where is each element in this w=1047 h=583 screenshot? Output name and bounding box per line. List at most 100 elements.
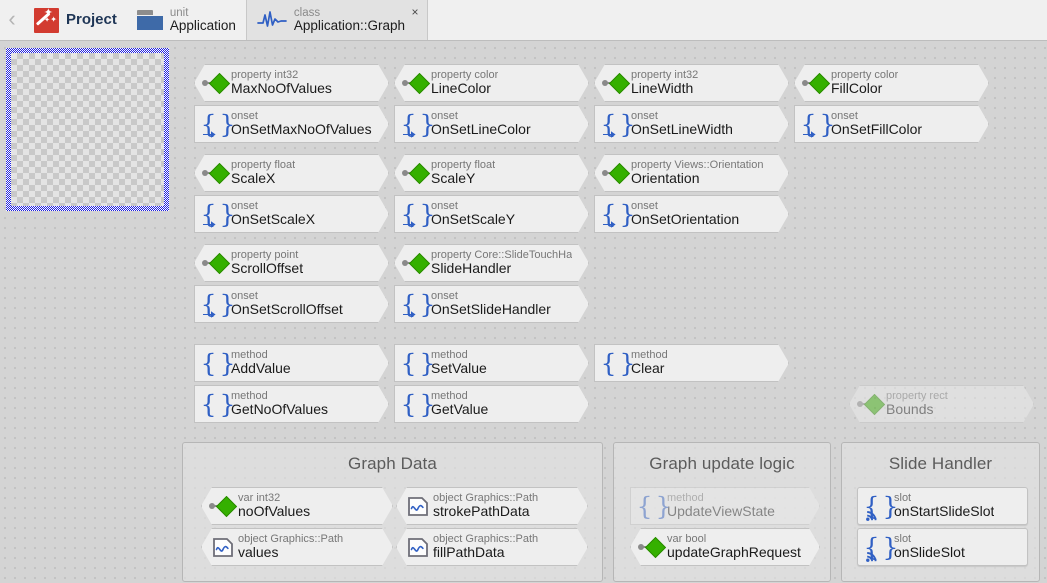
node-linecolor[interactable]: property colorLineColor — [394, 64, 589, 102]
diamond-icon — [201, 155, 231, 191]
node-values[interactable]: object Graphics::Pathvalues — [201, 528, 393, 566]
group-slide-handler[interactable]: Slide Handler{ }slotonStartSlideSlot{ }s… — [841, 442, 1040, 582]
diamond-icon — [401, 245, 431, 281]
node-onsetfillcolor[interactable]: { }onsetOnSetFillColor — [794, 105, 989, 143]
node-name-label: OnSetLineColor — [431, 122, 531, 138]
node-name-label: onStartSlideSlot — [894, 504, 994, 520]
onset-brace-icon: { } — [801, 106, 831, 142]
diamond-icon — [208, 488, 238, 524]
class-editor-canvas[interactable]: property int32MaxNoOfValuesproperty colo… — [0, 41, 1047, 583]
back-navigation-chevron-icon[interactable]: ‹ — [0, 0, 24, 40]
node-onsetorientation[interactable]: { }onsetOnSetOrientation — [594, 195, 789, 233]
diamond-icon — [637, 529, 667, 565]
node-name-label: values — [238, 545, 343, 561]
arrow-right-icon — [403, 220, 416, 229]
connector-dot-icon — [402, 260, 408, 266]
arrow-right-icon — [603, 220, 616, 229]
onset-brace-icon: { } — [601, 196, 631, 232]
node-name-label: GetValue — [431, 402, 488, 418]
waveform-icon — [257, 10, 287, 30]
node-name-label: FillColor — [831, 81, 898, 97]
arrow-right-icon — [403, 130, 416, 139]
group-graph-update-logic[interactable]: Graph update logic { }methodUpdateViewSta… — [613, 442, 831, 582]
group-title: Graph update logic — [614, 443, 830, 474]
connector-dot-icon — [638, 544, 644, 550]
node-name-label: MaxNoOfValues — [231, 81, 332, 97]
tab-name-label: Application — [170, 19, 236, 34]
method-brace-icon: { } — [601, 345, 631, 381]
graph-preview-panel[interactable] — [6, 48, 169, 211]
object-document-icon — [208, 529, 238, 565]
node-orientation[interactable]: property Views::OrientationOrientation — [594, 154, 789, 192]
node-onslideslot[interactable]: { }slotonSlideSlot — [857, 528, 1028, 566]
connector-dot-icon — [209, 503, 215, 509]
onset-brace-icon: { } — [401, 196, 431, 232]
node-name-label: OnSetScaleX — [231, 212, 315, 228]
node-onsetslidehandler[interactable]: { }onsetOnSetSlideHandler — [394, 285, 589, 323]
node-maxnoofvalues[interactable]: property int32MaxNoOfValues — [194, 64, 389, 102]
tab-project[interactable]: ✦✦✦Project — [24, 0, 127, 40]
node-onsetlinewidth[interactable]: { }onsetOnSetLineWidth — [594, 105, 789, 143]
node-onsetscalex[interactable]: { }onsetOnSetScaleX — [194, 195, 389, 233]
node-addvalue[interactable]: { }methodAddValue — [194, 344, 389, 382]
node-name-label: SlideHandler — [431, 261, 572, 277]
node-setvalue[interactable]: { }methodSetValue — [394, 344, 589, 382]
node-bounds[interactable]: property rectBounds — [849, 385, 1034, 423]
node-name-label: strokePathData — [433, 504, 538, 520]
node-name-label: GetNoOfValues — [231, 402, 328, 418]
node-onsetlinecolor[interactable]: { }onsetOnSetLineColor — [394, 105, 589, 143]
node-fillpathdata[interactable]: object Graphics::PathfillPathData — [396, 528, 588, 566]
onset-brace-icon: { } — [201, 106, 231, 142]
node-onsetscrolloffset[interactable]: { }onsetOnSetScrollOffset — [194, 285, 389, 323]
node-updateviewstate[interactable]: { }methodUpdateViewState — [630, 487, 820, 525]
transparency-checkerboard — [11, 53, 164, 206]
node-name-label: OnSetLineWidth — [631, 122, 733, 138]
group-graph-data[interactable]: Graph Datavar int32noOfValuesobject Grap… — [182, 442, 603, 582]
node-updategraphrequest[interactable]: var boolupdateGraphRequest — [630, 528, 820, 566]
node-name-label: noOfValues — [238, 504, 310, 520]
node-onsetscaley[interactable]: { }onsetOnSetScaleY — [394, 195, 589, 233]
node-name-label: Bounds — [886, 402, 948, 418]
node-scaley[interactable]: property floatScaleY — [394, 154, 589, 192]
node-name-label: UpdateViewState — [667, 504, 775, 520]
node-onsetmaxnoofvalues[interactable]: { }onsetOnSetMaxNoOfValues — [194, 105, 389, 143]
folder-icon — [137, 10, 163, 30]
tab-name-label: Application::Graph — [294, 19, 405, 34]
tab-application-graph[interactable]: classApplication::Graph× — [246, 0, 428, 40]
node-fillcolor[interactable]: property colorFillColor — [794, 64, 989, 102]
method-brace-icon: { } — [401, 345, 431, 381]
connector-dot-icon — [202, 260, 208, 266]
connector-dot-icon — [402, 80, 408, 86]
diamond-icon — [401, 155, 431, 191]
node-name-label: OnSetScaleY — [431, 212, 515, 228]
onset-brace-icon: { } — [601, 106, 631, 142]
method-brace-icon: { } — [401, 386, 431, 422]
node-name-label: OnSetMaxNoOfValues — [231, 122, 372, 138]
node-name-label: Orientation — [631, 171, 763, 187]
tab-application[interactable]: unitApplication — [127, 0, 246, 40]
node-strokepathdata[interactable]: object Graphics::PathstrokePathData — [396, 487, 588, 525]
node-name-label: OnSetSlideHandler — [431, 302, 551, 318]
arrow-right-icon — [603, 130, 616, 139]
arrow-right-icon — [203, 130, 216, 139]
onset-brace-icon: { } — [201, 286, 231, 322]
method-brace-icon: { } — [201, 345, 231, 381]
node-name-label: Clear — [631, 361, 668, 377]
diamond-icon — [401, 65, 431, 101]
node-slidehandler[interactable]: property Core::SlideTouchHaSlideHandler — [394, 244, 589, 282]
connector-dot-icon — [202, 80, 208, 86]
node-linewidth[interactable]: property int32LineWidth — [594, 64, 789, 102]
node-onstartslideslot[interactable]: { }slotonStartSlideSlot — [857, 487, 1028, 525]
node-noofvalues[interactable]: var int32noOfValues — [201, 487, 393, 525]
arrow-right-icon — [803, 130, 816, 139]
diamond-icon — [856, 386, 886, 422]
node-name-label: ScaleY — [431, 171, 495, 187]
node-getvalue[interactable]: { }methodGetValue — [394, 385, 589, 423]
close-icon[interactable]: × — [409, 5, 421, 19]
node-clear[interactable]: { }methodClear — [594, 344, 789, 382]
arrow-right-icon — [403, 310, 416, 319]
node-scrolloffset[interactable]: property pointScrollOffset — [194, 244, 389, 282]
node-scalex[interactable]: property floatScaleX — [194, 154, 389, 192]
onset-brace-icon: { } — [401, 106, 431, 142]
node-getnoofvalues[interactable]: { }methodGetNoOfValues — [194, 385, 389, 423]
